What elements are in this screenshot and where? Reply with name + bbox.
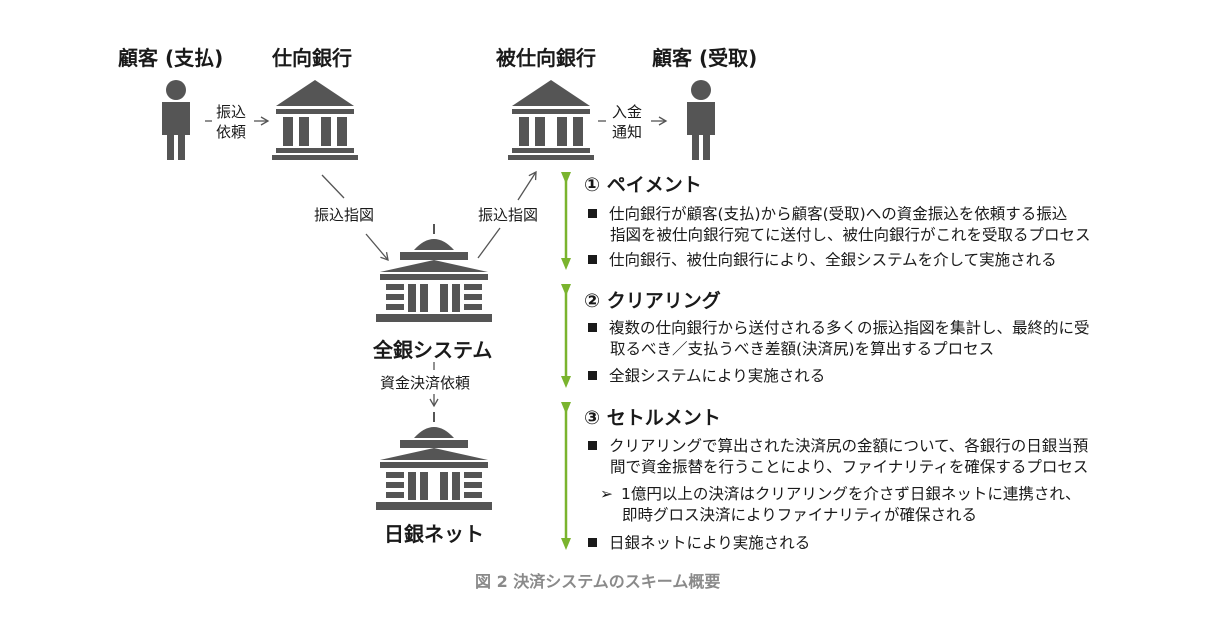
bullet-square-icon bbox=[588, 323, 597, 332]
header-sending-bank: 仕向銀行 bbox=[272, 46, 352, 70]
bullet-square-icon bbox=[588, 255, 597, 264]
section-settlement-sub-bullet: ➢1億円以上の決済はクリアリングを介さず日銀ネットに連携され、 即時グロス決済に… bbox=[600, 485, 1081, 524]
label-deposit-notice: 入金 通知 bbox=[612, 102, 642, 142]
section-clearing-bullet-1: 複数の仕向銀行から送付される多くの振込指図を集計し、最終的に受 取るべき／支払う… bbox=[588, 318, 1090, 360]
person-receive-icon bbox=[687, 80, 715, 160]
label-transfer-request-line1: 振込 bbox=[216, 103, 247, 121]
section-settlement-bullet-2: 日銀ネットにより実施される bbox=[588, 533, 810, 554]
section-clearing-title: ② クリアリング bbox=[584, 290, 721, 312]
sending-bank-icon bbox=[272, 80, 358, 160]
label-deposit-notice-line1: 入金 bbox=[612, 103, 643, 121]
bullet-square-icon bbox=[588, 441, 597, 450]
label-boj-net: 日銀ネット bbox=[384, 522, 484, 546]
section-settlement-title: ③ セトルメント bbox=[584, 407, 721, 429]
section-settlement-bullet-1: クリアリングで算出された決済尻の金額について、各銀行の日銀当預 間で資金振替を行… bbox=[588, 436, 1088, 478]
label-fund-settlement-request: 資金決済依頼 bbox=[380, 374, 471, 392]
arrow-from-zengin-a bbox=[477, 227, 501, 259]
figure-caption: 図 2 決済システムのスキーム概要 bbox=[475, 572, 721, 591]
header-customer-pay: 顧客 (支払) bbox=[118, 46, 224, 70]
label-transfer-instruction-right: 振込指図 bbox=[478, 206, 539, 224]
receiving-bank-icon bbox=[508, 80, 594, 160]
bullet-square-icon bbox=[588, 538, 597, 547]
header-customer-receive: 顧客 (受取) bbox=[652, 46, 758, 70]
bojnet-building-icon bbox=[376, 412, 492, 510]
arrow-from-zengin-b bbox=[517, 170, 537, 201]
label-deposit-notice-line2: 通知 bbox=[612, 123, 643, 141]
label-zengin-system: 全銀システム bbox=[373, 338, 493, 362]
sub-bullet-arrow-icon: ➢ bbox=[600, 485, 613, 503]
label-transfer-request-line2: 依頼 bbox=[216, 123, 247, 141]
bullet-square-icon bbox=[588, 209, 597, 218]
arrow-to-zengin-a bbox=[321, 174, 345, 199]
label-transfer-instruction-left: 振込指図 bbox=[314, 206, 375, 224]
zengin-building-icon bbox=[376, 224, 492, 322]
header-receiving-bank: 被仕向銀行 bbox=[496, 46, 596, 70]
section-payment-bullet-1: 仕向銀行が顧客(支払)から顧客(受取)への資金振込を依頼する振込 指図を被仕向銀… bbox=[588, 204, 1091, 246]
section-payment-bullet-2: 仕向銀行、被仕向銀行により、全銀システムを介して実施される bbox=[588, 250, 1057, 271]
arrow-to-zengin-b bbox=[365, 233, 389, 262]
label-transfer-request: 振込 依頼 bbox=[216, 102, 246, 142]
section-payment-title: ① ペイメント bbox=[584, 174, 702, 196]
person-pay-icon bbox=[162, 80, 190, 160]
bullet-square-icon bbox=[588, 371, 597, 380]
section-clearing-bullet-2: 全銀システムにより実施される bbox=[588, 366, 825, 387]
